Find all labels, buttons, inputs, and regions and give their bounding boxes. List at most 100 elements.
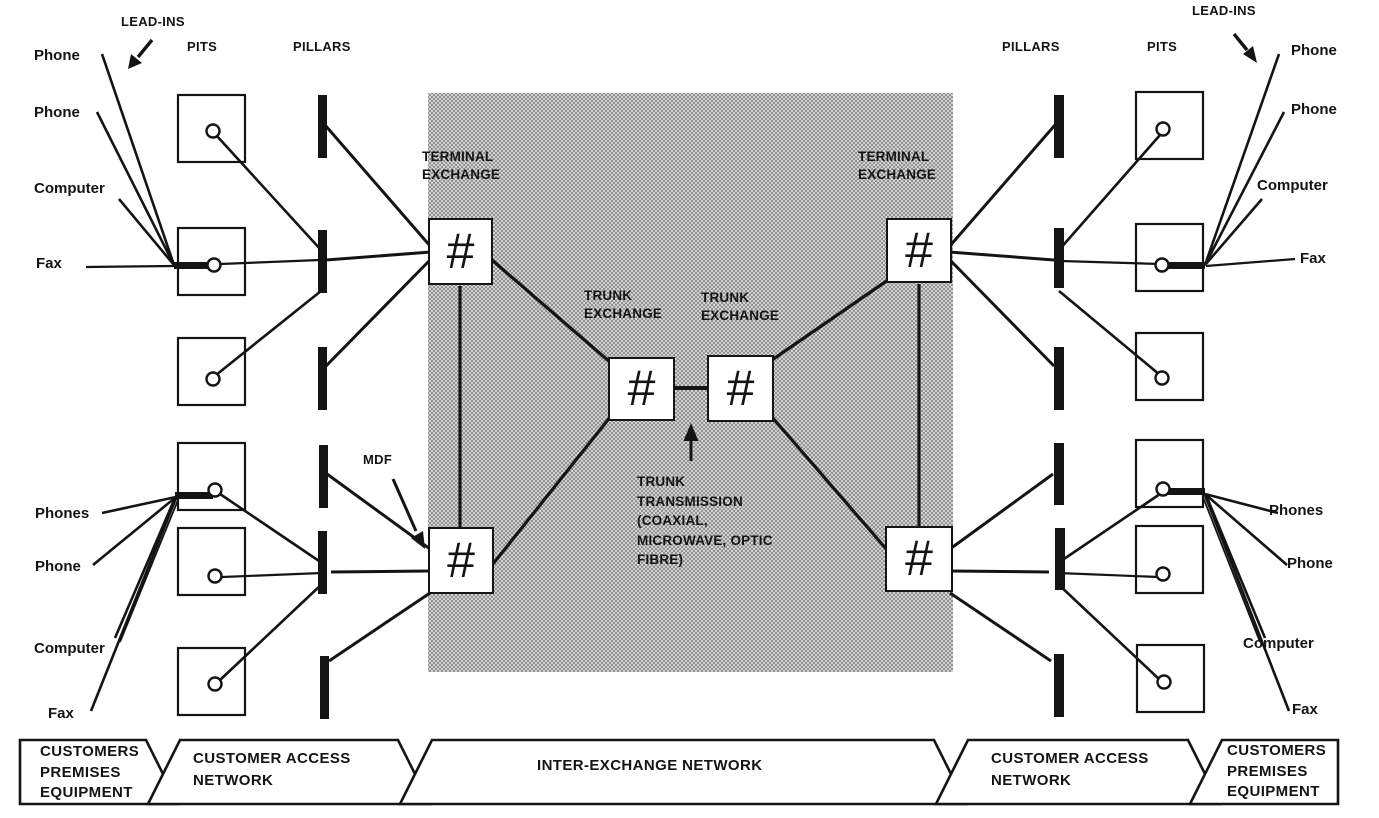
exchange-symbol: # (627, 360, 656, 416)
pit-jointing-point (205, 371, 221, 387)
access-lines-left (215, 124, 433, 681)
label-trunk-exchange-right: TRUNK EXCHANGE (701, 290, 780, 323)
label-lead-ins-left: LEAD-INS (121, 14, 185, 29)
banner-segment-shape (1187, 738, 1340, 806)
pit-jointing-point (1155, 481, 1171, 497)
pillar-bar (318, 347, 327, 410)
banner-label-customers-premises-equipment-right: CUSTOMERS PREMISES EQUIPMENT (1227, 742, 1327, 800)
pit-box (1134, 222, 1205, 293)
exchange-symbol: # (905, 221, 933, 278)
exchange-symbol: # (447, 531, 475, 588)
trunk-transmission-arrow (683, 423, 699, 461)
device-label-fax: Fax (48, 705, 74, 722)
pillar-bar (320, 656, 329, 719)
device-label-computer: Computer (1243, 635, 1314, 652)
device-label-phones: Phones (35, 505, 90, 522)
device-label-phone: Phone (1287, 555, 1333, 572)
pit-box (1134, 331, 1205, 402)
junction-bar (1167, 262, 1205, 269)
label-pits-right: PITS (1147, 39, 1178, 54)
pillar-bars-right (1054, 95, 1065, 717)
device-label-phone: Phone (35, 558, 81, 575)
device-label-fax: Fax (1292, 701, 1318, 718)
pit-jointing-point (1156, 674, 1172, 690)
device-label-phones: Phones (1269, 502, 1324, 519)
label-pillars-left: PILLARS (293, 39, 351, 54)
label-trunk-transmission: TRUNK TRANSMISSION (COAXIAL, MICROWAVE, … (637, 474, 773, 567)
trunk-exchange-box-left: # (608, 357, 675, 421)
pit-jointing-point (207, 482, 223, 498)
junction-bars (174, 262, 1205, 499)
device-label-phone: Phone (1291, 101, 1337, 118)
arrowhead (128, 54, 142, 69)
pit-jointing-point (1155, 121, 1171, 137)
exchange-symbol: # (726, 359, 755, 416)
pit-jointing-point (1155, 566, 1171, 582)
label-terminal-exchange-right: TERMINAL EXCHANGE (858, 149, 937, 182)
lead-ins-arrow-left (128, 38, 154, 69)
pit-box (176, 441, 247, 512)
lead-ins-arrow-right (1232, 32, 1257, 63)
banner-ribbon (18, 738, 1340, 806)
arrowhead (411, 531, 425, 549)
pit-box (176, 526, 247, 597)
terminal-exchange-box-lower-left: # (428, 527, 494, 594)
pit-box (176, 93, 247, 164)
device-label-phone: Phone (34, 47, 80, 64)
label-terminal-exchange-left: TERMINAL EXCHANGE (422, 149, 501, 182)
trunk-exchange-box-right: # (707, 355, 774, 422)
terminal-exchange-box-upper-right: # (886, 218, 952, 283)
pillar-bar (1054, 443, 1064, 505)
pillar-bar (1054, 347, 1064, 410)
label-mdf: MDF (363, 452, 393, 467)
pit-jointing-point (205, 123, 221, 139)
device-label-fax: Fax (36, 255, 62, 272)
arrowhead (683, 423, 699, 441)
device-label-computer: Computer (34, 640, 105, 657)
pit-boxes-right (1134, 90, 1206, 714)
terminal-exchange-box-lower-right: # (885, 526, 953, 592)
pillar-bar (319, 445, 328, 508)
terminal-exchange-box-upper-left: # (428, 218, 493, 285)
lead-in-lines-lower-right (1202, 492, 1291, 712)
pit-jointing-point (207, 676, 223, 692)
pillar-bar (1054, 228, 1064, 288)
pit-boxes-left (176, 93, 247, 717)
inter-exchange-region (428, 93, 953, 672)
device-label-fax: Fax (1300, 250, 1326, 267)
label-lead-ins-right: LEAD-INS (1192, 3, 1256, 18)
junction-bar (175, 492, 213, 499)
banner-label-inter-exchange-network: INTER-EXCHANGE NETWORK (537, 757, 763, 774)
device-label-computer: Computer (34, 180, 105, 197)
pillar-bar (318, 531, 327, 594)
junction-bar (174, 262, 212, 269)
pit-jointing-point (207, 568, 223, 584)
lead-in-lines-upper-right (1060, 53, 1296, 268)
banner-label-customer-access-network-right: CUSTOMER ACCESS NETWORK (991, 750, 1149, 789)
pillar-bar (1054, 654, 1064, 717)
label-trunk-exchange-left: TRUNK EXCHANGE (584, 288, 663, 321)
pit-jointing-point (1154, 370, 1170, 386)
label-pits-left: PITS (187, 39, 218, 54)
device-label-phone: Phone (1291, 42, 1337, 59)
junction-bar (1167, 488, 1205, 495)
banner-label-customer-access-network-left: CUSTOMER ACCESS NETWORK (193, 750, 351, 789)
exchange-symbol: # (905, 530, 933, 586)
device-label-computer: Computer (1257, 177, 1328, 194)
pit-box (1134, 524, 1205, 595)
core-trunk-lines (458, 258, 921, 565)
mdf-arrow (391, 478, 425, 549)
pit-box (1134, 438, 1205, 509)
pillar-bar (318, 230, 327, 293)
exchange-symbol: # (446, 222, 475, 279)
pit-jointing-point (206, 257, 222, 273)
pit-jointing-point (1154, 257, 1170, 273)
pillar-bar (1054, 95, 1064, 158)
lead-in-lines-upper-left (85, 53, 321, 269)
arrowhead (1243, 46, 1257, 63)
pillar-bar (318, 95, 327, 158)
device-label-phone: Phone (34, 104, 80, 121)
lead-in-lines-lower-left (89, 495, 179, 712)
